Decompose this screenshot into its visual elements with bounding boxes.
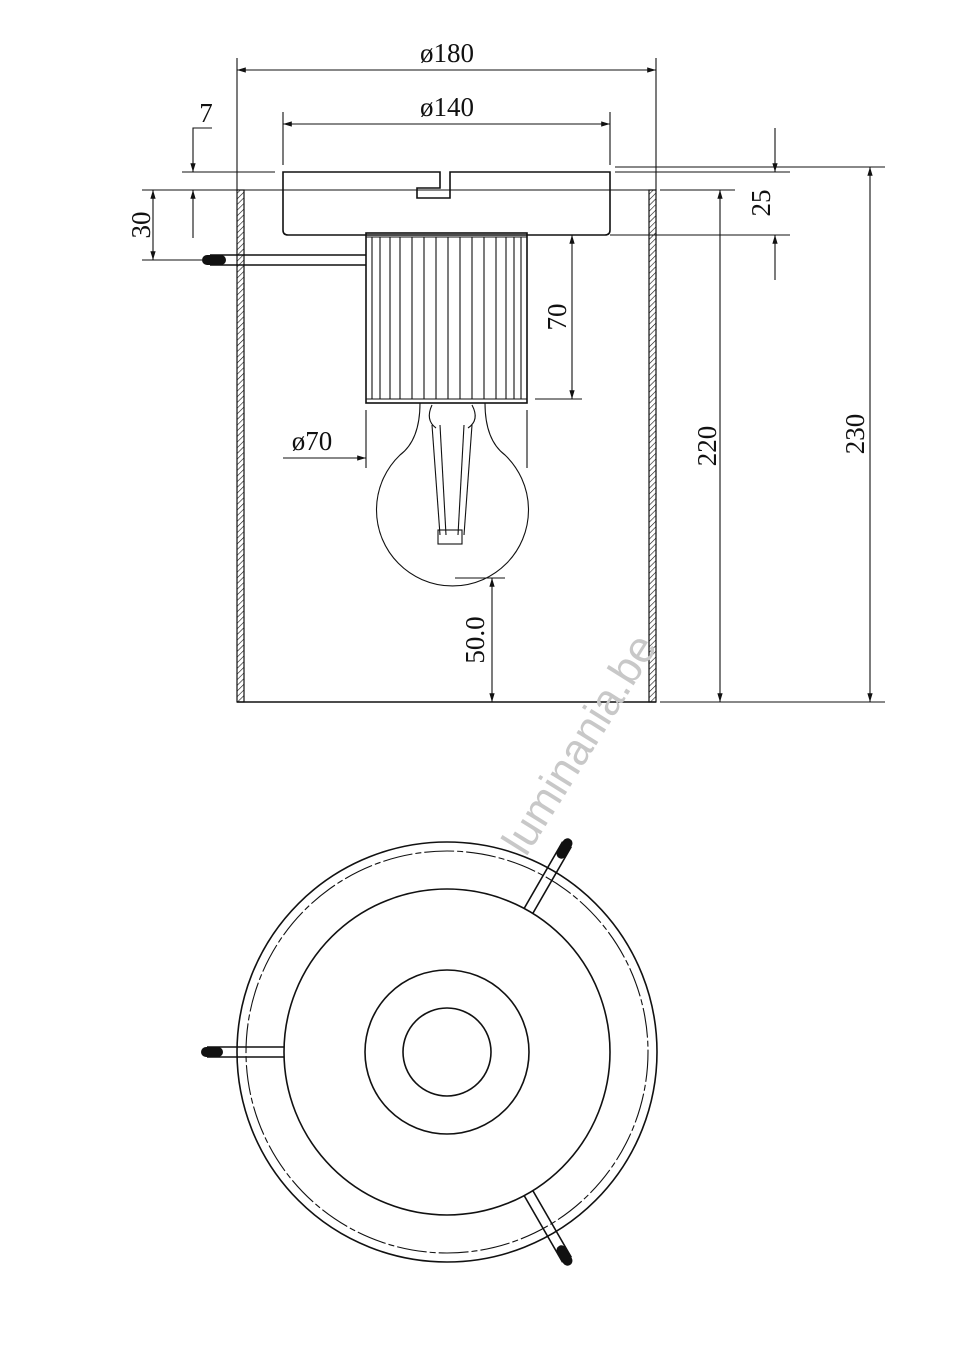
bulb-diameter-label: ø70 [292,426,333,456]
screw-bottom-right [523,1190,573,1266]
watermark: luminania.be [493,626,667,864]
fixing-screw [202,254,366,266]
canopy [282,171,611,236]
dimension-shade-220: 220 [660,189,885,703]
holder-circle [364,969,530,1135]
shade-wall-right [648,189,657,703]
socket-circle [402,1007,492,1097]
shade-diameter-label: ø180 [420,38,474,68]
dimension-holder-70: 70 [535,234,582,400]
canopy-diameter-label: ø140 [420,92,474,122]
holder-height-label: 70 [542,304,572,331]
canopy-height-label: 25 [746,190,776,217]
dimension-clearance-50: 50.0 [455,577,505,702]
dimension-canopy-diameter: ø140 [282,92,611,165]
shade-inner-circle [245,850,649,1254]
screw-left [201,1046,284,1058]
total-height-label: 230 [840,414,870,455]
shade-outer-circle [236,841,658,1263]
dimension-offset-7: 7 [182,98,275,238]
bulb [376,402,529,587]
top-view [201,838,658,1266]
shade-height-label: 220 [692,426,722,467]
lamp-holder [365,232,528,404]
canopy-circle [283,888,611,1216]
screw-top-right [523,838,573,914]
screw-height-label: 30 [126,212,156,239]
dimension-screw-30: 30 [126,190,202,261]
dimension-canopy-25: 25 [610,128,790,280]
bulb-clearance-label: 50.0 [460,616,490,663]
dimension-shade-diameter: ø180 [236,38,657,190]
side-view: ø180 ø140 7 30 25 70 [126,38,885,703]
dimension-total-230: 230 [790,166,885,702]
shade-wall-left [236,189,245,703]
offset-label: 7 [199,98,213,128]
dimension-bulb-70: ø70 [283,410,528,468]
